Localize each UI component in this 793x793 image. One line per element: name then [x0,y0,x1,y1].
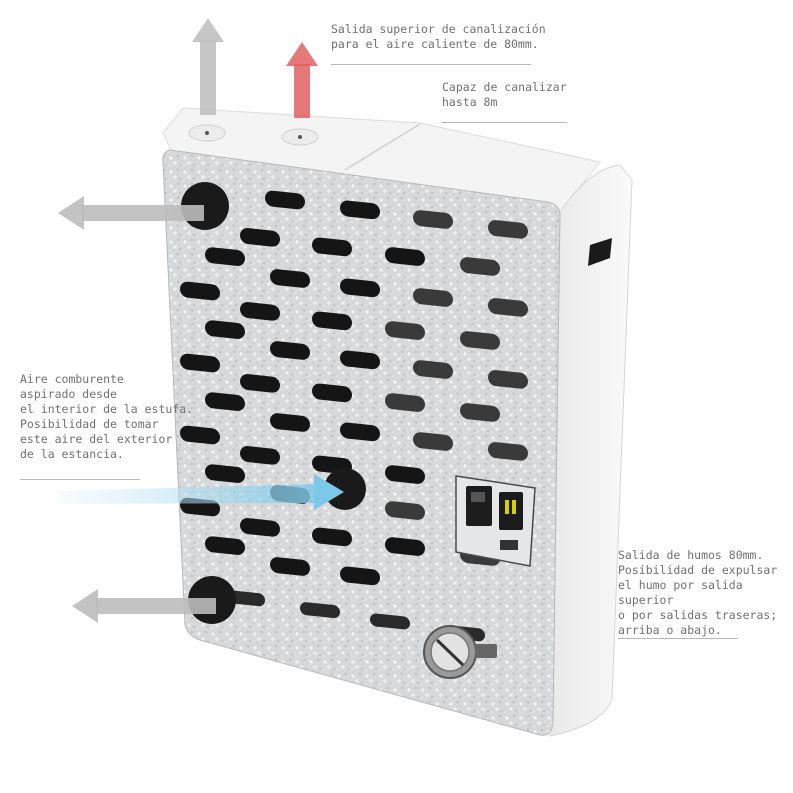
combustion-air-rule [20,479,140,480]
ducting-label: Capaz de canalizar hasta 8m [442,80,567,109]
ducting-rule [442,122,567,123]
red-arrow-up [286,42,318,118]
control-box [455,475,536,567]
flue-label: Salida de humos 80mm. Posibilidad de exp… [618,548,778,637]
grey-arrow-left-lower [72,589,216,623]
flue-rule [618,638,738,639]
flue-outlet [423,625,497,679]
top-outlet-label: Salida superior de canalización para el … [331,22,546,51]
top-outlet-rule [331,64,531,65]
combustion-air-label: Aire comburente aspirado desde el interi… [20,372,194,461]
grey-arrow-left-upper [58,196,204,230]
grey-arrow-up [192,18,224,115]
rear-panel [162,149,561,736]
blue-intake-arrow [58,474,344,510]
stove-side [549,164,633,737]
combustion-air-inlet [324,468,366,510]
stove-top [162,107,601,213]
side-handle-slot [588,238,612,266]
